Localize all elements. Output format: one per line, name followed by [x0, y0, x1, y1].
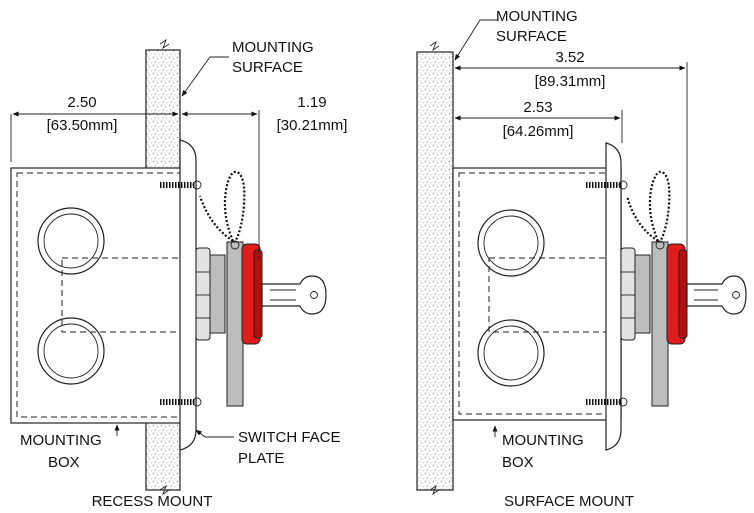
recess-mounting-surface-label-line2: SURFACE: [232, 59, 303, 76]
surface-dim-box-depth-mm: [64.26mm]: [503, 123, 574, 140]
recess-key-chain: [223, 170, 246, 242]
surface-dim-overall-mm: [89.31mm]: [535, 73, 606, 90]
surface-mounting-surface-wall: [416, 51, 454, 491]
surface-key-chain: [648, 170, 671, 242]
recess-mounting-box-label-line2: BOX: [48, 454, 80, 471]
surface-knockout-bottom: [477, 319, 545, 387]
surface-key: [686, 275, 747, 315]
surface-mounting-box: [452, 167, 622, 421]
surface-mounting-nut: [620, 247, 636, 341]
recess-knockout-bottom: [37, 317, 105, 385]
recess-mounting-box-label-line1: MOUNTING: [20, 432, 102, 449]
recess-mounting-surface-label-line1: MOUNTING: [232, 39, 314, 56]
surface-switch-face-plate: [605, 142, 622, 451]
recess-key: [261, 275, 327, 315]
surface-mounting-surface-label-line1: MOUNTING: [496, 8, 578, 25]
surface-dim-box-depth-inches: 2.53: [523, 99, 552, 116]
surface-mounting-box-label-line2: BOX: [502, 454, 534, 471]
recess-mount-caption: RECESS MOUNT: [92, 493, 213, 510]
recess-key-plate: [226, 241, 244, 407]
recess-mount-view: 2.50 [63.50mm] 1.19 [30.21mm] MOUNTING S…: [10, 38, 348, 510]
recess-switch-face-plate-label-line2: PLATE: [238, 450, 284, 467]
recess-switch-face-plate-label-line1: SWITCH FACE: [238, 429, 341, 446]
surface-mount-view: 3.52 [89.31mm] 2.53 [64.26mm] MOUNTING S…: [416, 8, 747, 510]
surface-knockout-top: [477, 209, 545, 277]
surface-key-plate: [651, 241, 669, 407]
recess-dim-protrusion-inches: 1.19: [297, 94, 326, 111]
recess-dim-box-depth-mm: [63.50mm]: [47, 117, 118, 134]
surface-dim-overall-inches: 3.52: [555, 49, 584, 66]
recess-mounting-nut: [195, 247, 211, 341]
surface-mount-caption: SURFACE MOUNT: [504, 493, 634, 510]
recess-dim-box-depth-inches: 2.50: [67, 94, 96, 111]
surface-mounting-box-label-line1: MOUNTING: [502, 432, 584, 449]
recess-knockout-top: [37, 207, 105, 275]
surface-mounting-surface-label-line2: SURFACE: [496, 28, 567, 45]
recess-dim-protrusion-mm: [30.21mm]: [277, 117, 348, 134]
recess-mounting-box: [10, 167, 192, 424]
